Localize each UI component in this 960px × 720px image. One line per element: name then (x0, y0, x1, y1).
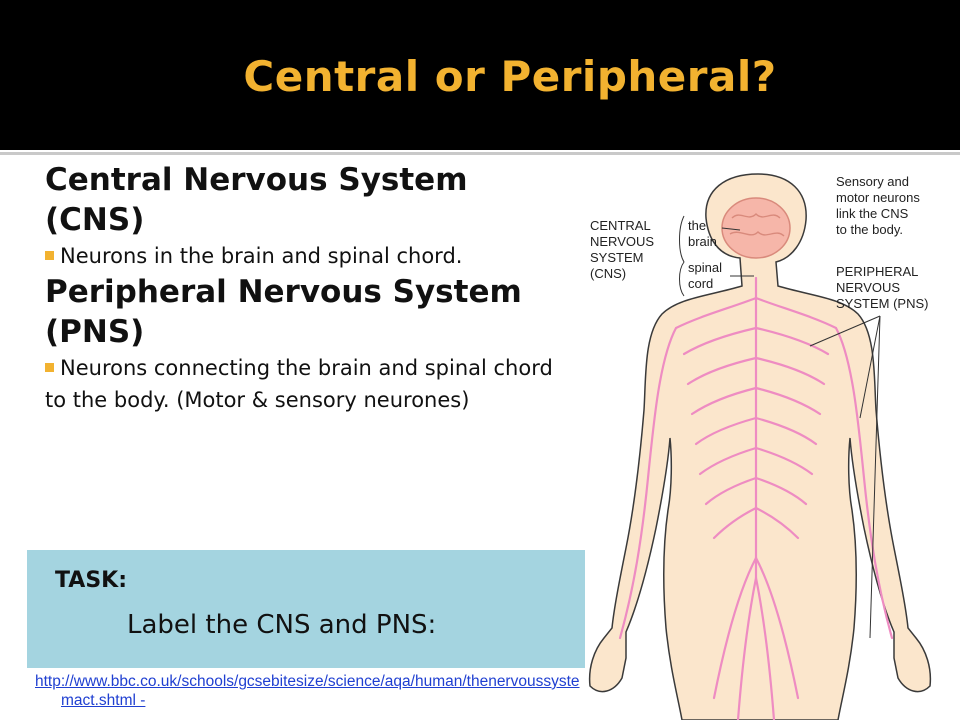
source-link-line2[interactable]: mact.shtml - (61, 692, 146, 709)
task-box: TASK: Label the CNS and PNS: (27, 550, 585, 668)
cns-label-line4: (CNS) (590, 266, 626, 281)
spinal-cord-label-line1: spinal (688, 260, 722, 275)
task-label: TASK: (55, 568, 128, 593)
pns-bullet-text: Neurons connecting the brain and spinal … (45, 356, 553, 412)
source-link-line1[interactable]: http://www.bbc.co.uk/schools/gcsebitesiz… (35, 673, 580, 690)
task-instruction: Label the CNS and PNS: (127, 610, 437, 640)
divider (0, 152, 960, 155)
spinal-cord-label-line2: cord (688, 276, 713, 291)
cns-bullet: Neurons in the brain and spinal chord. (45, 240, 565, 272)
cns-heading: Central Nervous System (CNS) (45, 162, 468, 238)
bullet-marker (45, 362, 54, 372)
pns-label-line1: PERIPHERAL (836, 264, 918, 279)
cns-bullet-text: Neurons in the brain and spinal chord. (60, 244, 463, 268)
cns-label-line3: SYSTEM (590, 250, 643, 265)
slide-title: Central or Peripheral? (243, 52, 777, 101)
title-bar: Central or Peripheral? (0, 0, 960, 150)
brain (721, 197, 791, 259)
note-line4: to the body. (836, 222, 903, 237)
cns-label-line2: NERVOUS (590, 234, 654, 249)
bullet-marker (45, 250, 54, 260)
leader-lines (679, 215, 881, 639)
pns-bullet: Neurons connecting the brain and spinal … (45, 352, 565, 416)
source-link[interactable]: http://www.bbc.co.uk/schools/gcsebitesiz… (35, 672, 685, 710)
cns-label-line1: CENTRAL (590, 218, 651, 233)
pns-label-line3: SYSTEM (PNS) (836, 296, 928, 311)
peripheral-nerves (618, 276, 894, 720)
note-line2: motor neurons (836, 190, 920, 205)
note-line3: link the CNS (836, 206, 909, 221)
body-silhouette (588, 173, 932, 720)
slide-content: Central Nervous System (CNS) Neurons in … (45, 160, 565, 416)
pns-label-line2: NERVOUS (836, 280, 900, 295)
brain-label-line1: the (688, 218, 706, 233)
note-line1: Sensory and (836, 174, 909, 189)
pns-heading: Peripheral Nervous System (PNS) (45, 274, 522, 350)
nervous-system-diagram: CENTRAL NERVOUS SYSTEM (CNS) the brain s… (588, 173, 932, 720)
brain-label-line2: brain (688, 234, 717, 249)
